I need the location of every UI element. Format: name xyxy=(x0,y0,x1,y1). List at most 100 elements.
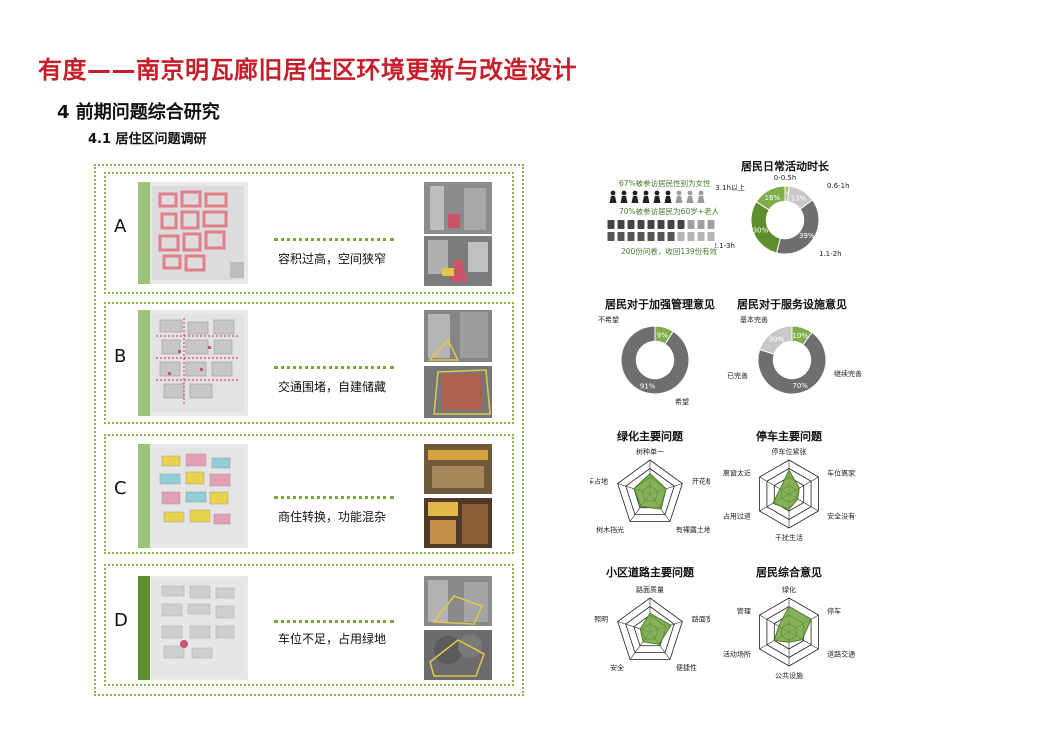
elder-icon xyxy=(707,220,715,229)
elder-icon xyxy=(637,220,645,229)
axis-label: 占用过道 xyxy=(723,512,751,521)
person-icon xyxy=(642,196,650,203)
axis-label: 道路交通 xyxy=(827,650,855,659)
chart-parking-issues: 停车主要问题 停车位紧张车位离家太远安全没有保障干扰生活占用过道离窗太近 xyxy=(722,428,856,544)
chart-title: 居民日常活动时长 xyxy=(741,160,829,173)
person-icon xyxy=(665,190,671,196)
person-icon xyxy=(643,190,649,196)
radar-grid xyxy=(617,597,683,660)
radar-series xyxy=(772,469,800,510)
category-label: 0.6-1h xyxy=(827,182,850,190)
person-icon xyxy=(610,190,616,196)
slice-label: 10% xyxy=(792,332,808,340)
questionnaire-icon xyxy=(607,232,615,241)
questionnaire-stat: 200份问卷，收回139份有效 xyxy=(621,247,718,256)
category-label: 2.1-3h xyxy=(715,242,735,250)
site-map-a xyxy=(138,182,248,284)
axis-label: 开花植物少 xyxy=(692,477,710,486)
chart-facility-opinion: 居民对于服务设施意见 10%70%30%基本完善继续完善已完善 xyxy=(722,296,862,406)
axis-label: 离窗太近 xyxy=(723,469,751,478)
person-icon xyxy=(676,190,682,196)
axis-label: 路面质量 xyxy=(636,585,664,594)
slice-label: 30% xyxy=(769,336,785,344)
street-photo-a xyxy=(424,182,492,286)
donut-slice xyxy=(757,331,827,395)
panels-frame xyxy=(94,164,524,696)
person-icon xyxy=(609,196,617,203)
axis-label: 绿化 xyxy=(782,585,796,594)
questionnaire-icon xyxy=(687,232,695,241)
chart-title: 绿化主要问题 xyxy=(617,430,683,443)
slice-label: 91% xyxy=(640,382,656,390)
street-photo-c xyxy=(424,444,492,548)
axis-label: 树木挡光 xyxy=(596,525,624,534)
elder-icon xyxy=(687,220,695,229)
questionnaire-icon xyxy=(647,232,655,241)
elderly-stat: 70%被参访居民为60岁+老人 xyxy=(619,207,719,216)
panel-caption: 车位不足，占用绿地 xyxy=(277,632,386,646)
questionnaire-icon xyxy=(697,232,705,241)
questionnaire-icon xyxy=(667,232,675,241)
axis-label: 停车位紧张 xyxy=(772,447,807,456)
category-label: 已完善 xyxy=(727,371,748,380)
panel-caption: 交通围堵，自建储藏 xyxy=(277,380,386,394)
panel-c: C 商住转换，功能混杂 xyxy=(104,434,514,554)
donut-slice xyxy=(620,325,690,395)
elder-icon xyxy=(607,220,615,229)
chart-management-opinion: 居民对于加强管理意见 9%91%不希望希望 xyxy=(595,296,725,406)
category-label: 3.1h以上 xyxy=(715,183,745,192)
questionnaire-icon xyxy=(627,232,635,241)
site-map-b xyxy=(138,310,248,416)
elder-icon xyxy=(697,220,705,229)
panel-label: D xyxy=(114,610,128,631)
panel-caption: 商住转换，功能混杂 xyxy=(277,510,386,524)
panel-d: D 车位不足，占用绿地 xyxy=(104,564,514,686)
person-icon xyxy=(621,190,627,196)
person-icon xyxy=(632,190,638,196)
chart-title: 居民综合意见 xyxy=(756,566,822,579)
questionnaire-icon xyxy=(707,232,715,241)
category-label: 基本完善 xyxy=(740,315,768,324)
axis-label: 有裸露土地 xyxy=(676,525,710,534)
person-icon xyxy=(654,190,660,196)
person-icon xyxy=(620,196,628,203)
site-map-d xyxy=(138,576,248,680)
slice-label: 2% xyxy=(781,191,792,199)
slice-label: 13% xyxy=(791,194,807,202)
elder-icon xyxy=(667,220,675,229)
person-icon xyxy=(653,196,661,203)
person-icon xyxy=(698,190,704,196)
elder-icon xyxy=(627,220,635,229)
axis-label: 路面宽度 xyxy=(692,615,710,624)
axis-label: 车位离家太远 xyxy=(827,469,856,478)
slice-label: 9% xyxy=(657,332,668,340)
person-icon xyxy=(686,196,694,203)
category-label: 0-0.5h xyxy=(774,174,797,182)
subsection-heading: 4.1 居住区问题调研 xyxy=(88,132,207,147)
elder-icon xyxy=(657,220,665,229)
site-map-c xyxy=(138,444,248,548)
axis-label: 干扰生活 xyxy=(775,533,803,542)
person-icon xyxy=(664,196,672,203)
chart-title: 小区道路主要问题 xyxy=(606,566,694,579)
radar-series xyxy=(773,605,812,643)
donut-slice xyxy=(775,199,820,255)
person-icon xyxy=(697,196,705,203)
questionnaire-icon xyxy=(617,232,625,241)
page-title: 有度——南京明瓦廊旧居住区环境更新与改造设计 xyxy=(38,56,577,84)
female-stat: 67%被参访居民性别为女性 xyxy=(619,179,711,188)
axis-label: 安全 xyxy=(610,663,624,672)
slice-label: 70% xyxy=(792,382,808,390)
donut-slice xyxy=(755,185,786,211)
panel-a: A 容积过高，空间狭窄 xyxy=(104,172,514,294)
chart-overall-opinion: 居民综合意见 绿化停车道路交通公共设施活动场所管理 xyxy=(722,564,856,686)
panel-label: B xyxy=(114,346,127,367)
elder-icon xyxy=(677,220,685,229)
chart-title: 居民对于加强管理意见 xyxy=(605,298,715,311)
survey-infographic: 67%被参访居民性别为女性 70%被参访居民为60岁+老人 200份问卷，收回1… xyxy=(605,176,720,260)
person-icon xyxy=(675,196,683,203)
slice-label: 16% xyxy=(765,194,781,202)
section-heading: 4 前期问题综合研究 xyxy=(57,102,220,123)
panel-label: A xyxy=(114,216,127,237)
